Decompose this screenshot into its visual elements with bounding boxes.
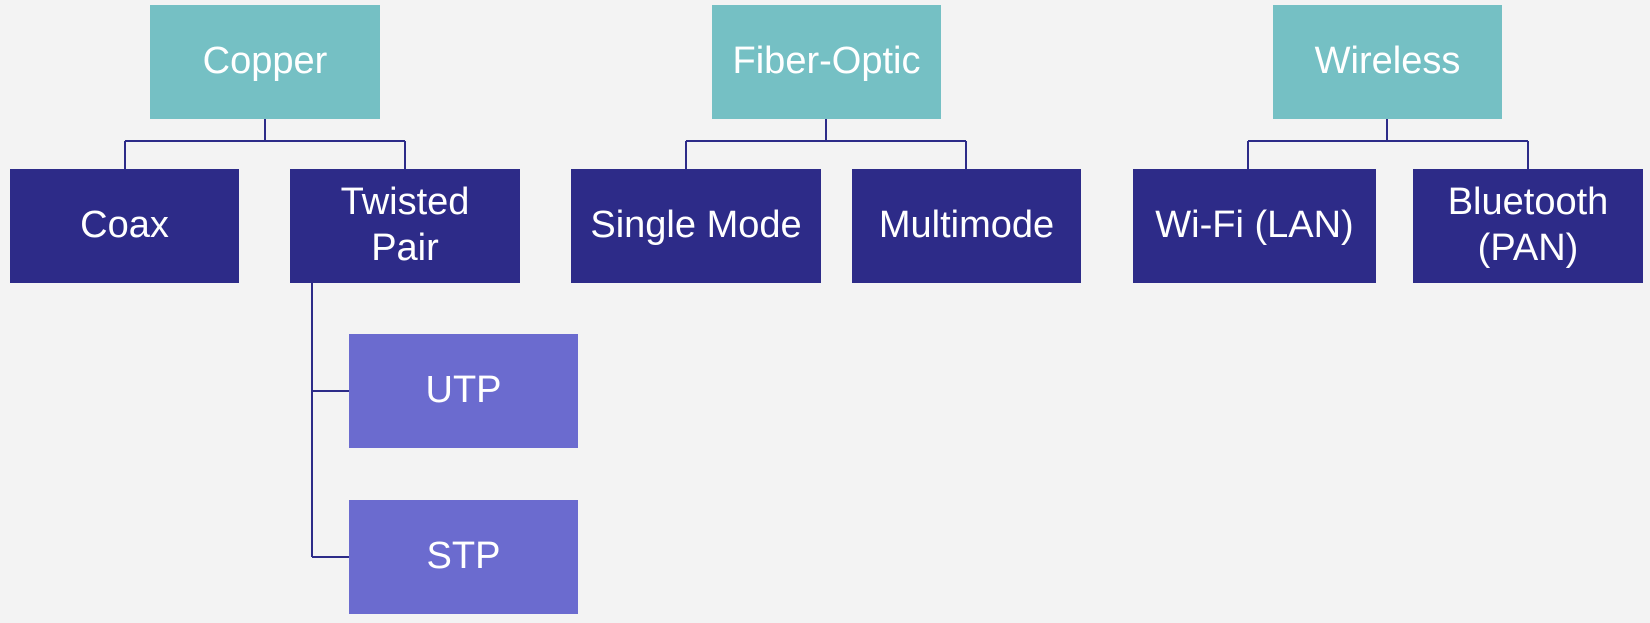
node-coax: Coax xyxy=(10,169,239,283)
node-copper: Copper xyxy=(150,5,380,119)
node-single-mode: Single Mode xyxy=(571,169,821,283)
node-wireless: Wireless xyxy=(1273,5,1502,119)
node-bluetooth-pan: Bluetooth (PAN) xyxy=(1413,169,1643,283)
node-multimode: Multimode xyxy=(852,169,1081,283)
node-stp: STP xyxy=(349,500,578,614)
node-wifi-lan: Wi-Fi (LAN) xyxy=(1133,169,1376,283)
node-twisted-pair: Twisted Pair xyxy=(290,169,520,283)
connector-copper-to-children xyxy=(124,119,406,169)
connector-twisted-pair-to-children xyxy=(311,283,349,558)
connector-fiber-to-children xyxy=(685,119,967,169)
connector-wireless-to-children xyxy=(1247,119,1529,169)
node-utp: UTP xyxy=(349,334,578,448)
node-fiber-optic: Fiber-Optic xyxy=(712,5,941,119)
